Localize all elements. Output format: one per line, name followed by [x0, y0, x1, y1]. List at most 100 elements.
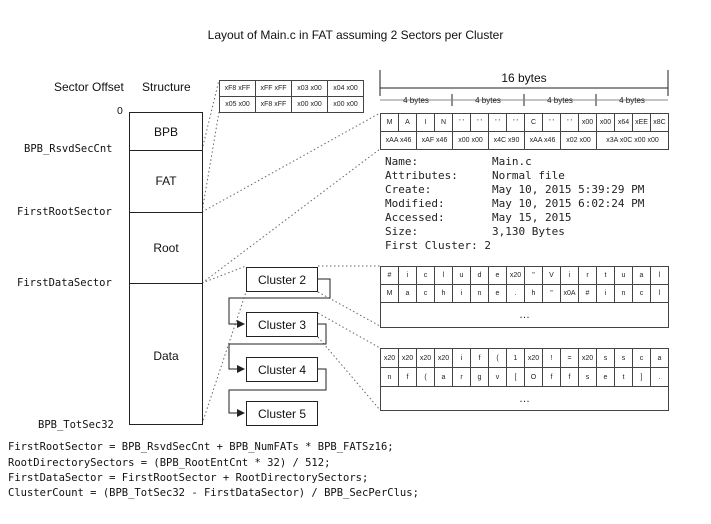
dir-byte-cell: x00: [596, 113, 615, 132]
cluster-2-box: Cluster 2: [246, 267, 318, 292]
data-byte-cell: [: [506, 367, 525, 387]
offset-bpb-rsvdseccnt: BPB_RsvdSecCnt: [24, 143, 113, 155]
root-link-bottom: [201, 148, 381, 284]
data-byte-cell: i: [452, 348, 471, 368]
dir-byte-cell: ' ': [560, 113, 579, 132]
info-label: Create:: [385, 183, 432, 196]
info-label: First Cluster: 2: [385, 239, 491, 252]
chain-arrow-2-3: [228, 278, 331, 328]
data-byte-cell: s: [596, 348, 615, 368]
dir-byte-cell: xEE: [632, 113, 651, 132]
info-label: Size:: [385, 225, 419, 238]
fat-cell: x00 x00: [327, 96, 364, 113]
info-label: Attributes:: [385, 169, 458, 182]
data-byte-cell: t: [596, 266, 615, 285]
info-value: 3,130 Bytes: [492, 225, 565, 238]
fat-structure-stack: BPB FAT Root Data: [129, 112, 203, 425]
data-byte-cell: l: [434, 266, 453, 285]
data-byte-cell: i: [560, 266, 579, 285]
data-byte-cell: f: [470, 348, 489, 368]
data-byte-cell: v: [488, 367, 507, 387]
info-value: Main.c: [492, 155, 532, 168]
diagram-title: Layout of Main.c in FAT assuming 2 Secto…: [207, 28, 504, 42]
info-value: May 10, 2015 6:02:24 PM: [492, 197, 645, 210]
dir-cell: xAA x46: [524, 131, 561, 150]
dir-cell: x3A x0C x00 x00: [596, 131, 669, 150]
cluster-5-box: Cluster 5: [246, 401, 318, 426]
formula-cluster-count: ClusterCount = (BPB_TotSec32 - FirstData…: [8, 487, 419, 499]
sector-offset-header: Sector Offset: [54, 80, 124, 94]
data-byte-cell: n: [380, 367, 399, 387]
formula-first-data-sector: FirstDataSector = FirstRootSector + Root…: [8, 472, 369, 484]
group-label: 4 bytes: [547, 96, 573, 105]
data-byte-cell: d: [470, 266, 489, 285]
data-byte-cell: O: [524, 367, 543, 387]
data-byte-cell: r: [452, 367, 471, 387]
data-link-bottom: [201, 291, 247, 425]
data-byte-cell: t: [614, 367, 633, 387]
data-byte-cell: x20: [434, 348, 453, 368]
offset-first-root-sector: FirstRootSector: [17, 206, 112, 218]
data-byte-cell: c: [416, 266, 435, 285]
data-byte-cell: i: [596, 284, 615, 303]
data-byte-cell: x20: [506, 266, 525, 285]
dir-byte-cell: C: [524, 113, 543, 132]
dir-cell: x02 x00: [560, 131, 597, 150]
data-byte-cell: 1: [506, 348, 525, 368]
dir-byte-cell: I: [416, 113, 435, 132]
data-byte-cell: .: [506, 284, 525, 303]
data-byte-cell: h: [524, 284, 543, 303]
dir-byte-cell: x8C: [650, 113, 669, 132]
data-byte-cell: i: [452, 284, 471, 303]
data-byte-cell: M: [380, 284, 399, 303]
data-byte-cell: x20: [524, 348, 543, 368]
data-byte-cell: c: [632, 284, 651, 303]
data-byte-cell: a: [632, 266, 651, 285]
dir-byte-cell: x00: [578, 113, 597, 132]
chain-arrow-4-5: [228, 368, 327, 417]
data-byte-cell: l: [650, 266, 669, 285]
data-byte-cell: h: [434, 284, 453, 303]
dir-cell: xAA x46: [380, 131, 417, 150]
data-byte-cell: n: [470, 284, 489, 303]
span-label: 16 bytes: [501, 71, 547, 85]
data-byte-cell: e: [488, 284, 507, 303]
dir-cell: xAF x46: [416, 131, 453, 150]
data-byte-cell: f: [398, 367, 417, 387]
offset-bpb-totsec32: BPB_TotSec32: [38, 419, 114, 431]
dir-cell: x00 x00: [452, 131, 489, 150]
data-byte-cell: r: [578, 266, 597, 285]
fat-cell: x00 x00: [291, 96, 328, 113]
fat-link-top: [201, 79, 220, 151]
region-bpb: BPB: [153, 125, 178, 139]
group-label: 4 bytes: [475, 96, 501, 105]
data-byte-cell: l: [650, 284, 669, 303]
c3-link-bottom: [317, 336, 381, 411]
data-byte-cell: a: [398, 284, 417, 303]
fat-link-bottom: [201, 111, 220, 213]
divider-fat-root: [130, 212, 202, 213]
dir-byte-cell: M: [380, 113, 399, 132]
fat-cell: xF8 xFF: [255, 96, 292, 113]
data-byte-cell: e: [488, 266, 507, 285]
c2-link-bottom: [317, 291, 381, 327]
fat-cell: xF8 xFF: [219, 80, 256, 97]
region-data: Data: [153, 349, 179, 363]
offset-zero: 0: [117, 105, 123, 117]
data-byte-cell: =: [560, 348, 579, 368]
data-byte-cell: u: [452, 266, 471, 285]
chain-arrow-3-4: [228, 323, 327, 373]
data-byte-cell: i: [398, 266, 417, 285]
fat-cell: x05 x00: [219, 96, 256, 113]
data-byte-cell: !: [542, 348, 561, 368]
data-byte-cell: x20: [380, 348, 399, 368]
fat-cell: x04 x00: [327, 80, 364, 97]
cluster-4-box: Cluster 4: [246, 357, 318, 382]
fat-cell: xFF xFF: [255, 80, 292, 97]
data-byte-cell: ": [542, 284, 561, 303]
fat-cell: x03 x00: [291, 80, 328, 97]
ellipsis-cell: …: [380, 302, 669, 328]
data-byte-cell: f: [542, 367, 561, 387]
